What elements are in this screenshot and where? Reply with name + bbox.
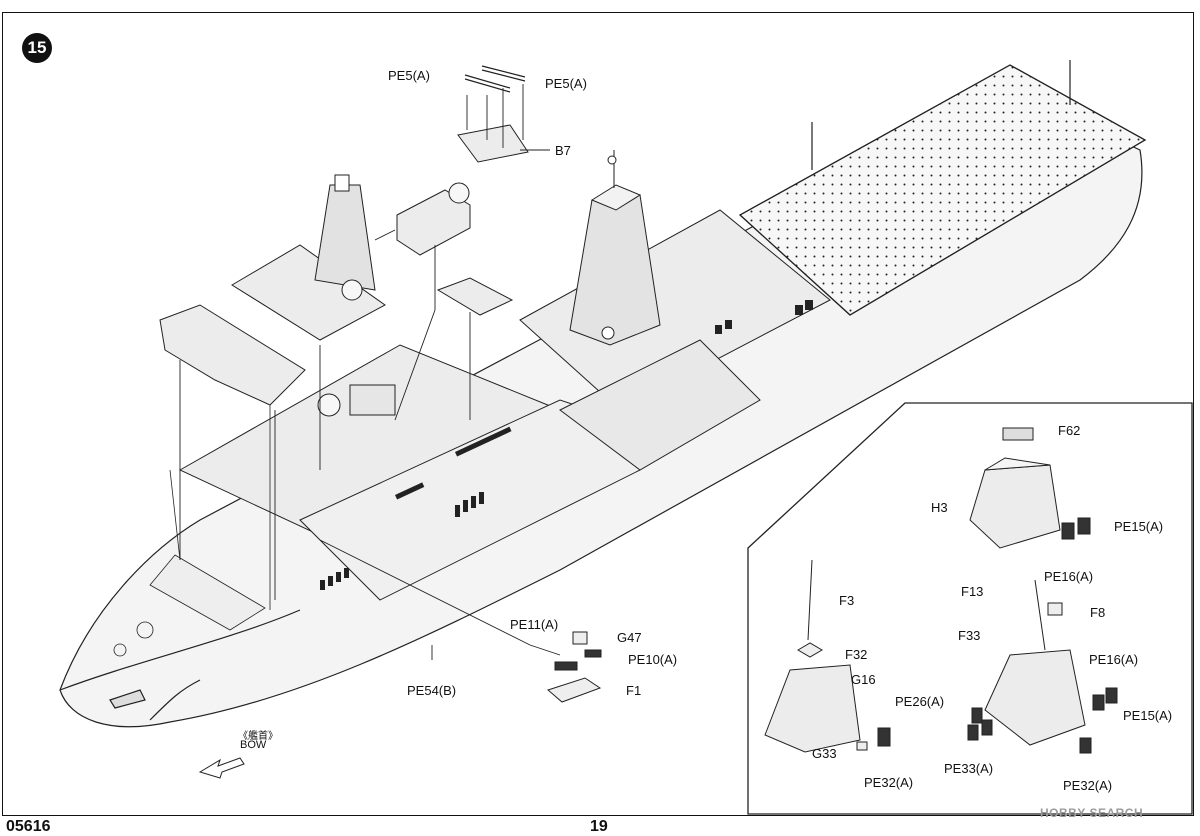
label-g47: G47 — [617, 630, 642, 645]
page-number: 19 — [590, 818, 608, 835]
label-pe32a-right: PE32(A) — [1063, 778, 1113, 793]
hull-details — [320, 300, 813, 590]
forward-superstructure-parts — [159, 124, 529, 417]
label-pe15a-mid: PE15(A) — [1123, 708, 1173, 723]
bottom-pe-parts — [546, 631, 602, 703]
label-f32: F32 — [845, 647, 868, 662]
label-pe11a: PE11(A) — [510, 617, 559, 632]
label-pe5a-right: PE5(A) — [545, 76, 587, 91]
bow-label-chinese: 《艦首》 — [238, 731, 278, 742]
hobby-search-watermark: HOBBY SEARCH — [1040, 806, 1144, 820]
bow-direction-arrow — [198, 757, 245, 779]
flight-deck — [738, 60, 1147, 316]
label-pe33a: PE33(A) — [944, 761, 994, 776]
label-h3: H3 — [931, 500, 948, 515]
label-pe54b: PE54(B) — [407, 683, 457, 698]
label-g33: G33 — [812, 746, 837, 761]
bow-label-english: BOW — [240, 739, 267, 751]
label-pe32a-left: PE32(A) — [864, 775, 914, 790]
label-pe15a-top: PE15(A) — [1114, 519, 1164, 534]
label-pe16a-top: PE16(A) — [1044, 569, 1094, 584]
assembly-leader-lines — [179, 84, 561, 660]
inset-mast-lower-left — [764, 559, 891, 753]
label-f3: F3 — [839, 593, 855, 608]
label-pe16a-mid: PE16(A) — [1089, 652, 1139, 667]
instruction-frame — [2, 12, 1194, 816]
label-pe5a-left: PE5(A) — [388, 68, 430, 83]
label-f33: F33 — [958, 628, 981, 643]
inset-mast-lower-right — [967, 579, 1118, 754]
label-f13: F13 — [961, 584, 984, 599]
bow-deck-details — [113, 390, 271, 657]
label-pe10a: PE10(A) — [628, 652, 678, 667]
step-number-badge: 15 — [22, 33, 52, 63]
label-g16: G16 — [851, 672, 876, 687]
product-code: 05616 — [6, 818, 51, 835]
main-mast-tower — [569, 150, 661, 346]
label-b7: B7 — [555, 143, 571, 158]
pe5-rail-parts — [464, 65, 526, 93]
label-f62: F62 — [1058, 423, 1081, 438]
label-f8: F8 — [1090, 605, 1106, 620]
inset-mast-h3 — [969, 427, 1091, 549]
label-pe26a: PE26(A) — [895, 694, 945, 709]
label-f1: F1 — [626, 683, 642, 698]
